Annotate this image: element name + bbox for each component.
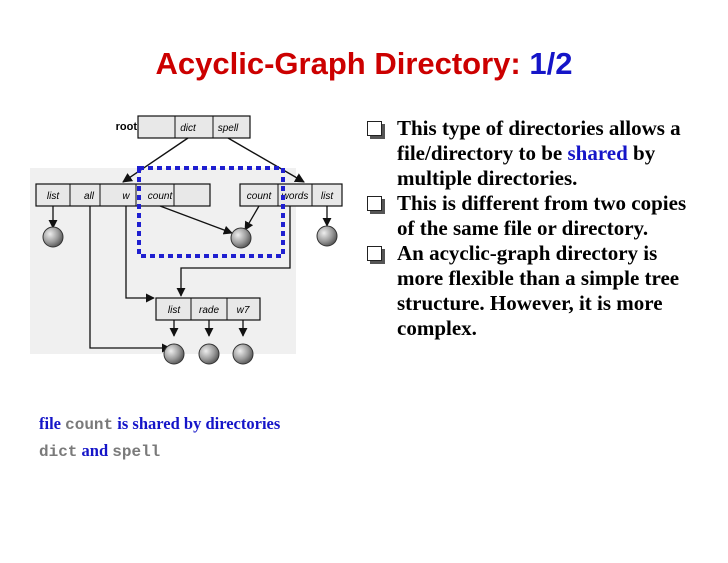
root-entry-spell: spell xyxy=(218,123,239,134)
dict-entry-count: count xyxy=(148,191,174,202)
bullet-item: This type of directories allows a file/d… xyxy=(363,116,703,191)
file-node-shared-count xyxy=(230,227,252,249)
bullet-1-text-pre: This type of directories allows a file/d… xyxy=(397,116,681,165)
bullet-3-text: An acyclic-graph directory is more flexi… xyxy=(397,241,680,340)
spell-entry-count: count xyxy=(247,191,273,202)
root-entry-dict: dict xyxy=(180,123,197,134)
edge-root-to-spell xyxy=(227,137,305,183)
bullet-1-text-post: by multiple directories. xyxy=(397,141,656,190)
spell-dir-box xyxy=(239,183,343,207)
file-node-sub-rade xyxy=(198,343,220,365)
caption-shared-phrase: is shared by directories xyxy=(117,414,281,433)
spell-entry-list: list xyxy=(321,191,334,202)
caption-code-spell: spell xyxy=(112,443,161,461)
dict-entry-w: w xyxy=(122,191,130,202)
sub-entry-w7: w7 xyxy=(237,305,250,316)
slide-title-main: Acyclic-Graph Directory: xyxy=(155,46,521,81)
bullet-item: This is different from two copies of the… xyxy=(363,191,703,241)
shared-highlight-box xyxy=(137,166,285,258)
edge-spell-words-sub xyxy=(176,206,291,297)
checkbox-bullet-icon xyxy=(367,121,382,136)
edge-dict-count-shared xyxy=(159,205,233,235)
caption-code-dict: dict xyxy=(39,443,78,461)
dict-entry-list: list xyxy=(47,191,60,202)
bullet-1-highlight: shared xyxy=(567,141,628,165)
sub-dir-box xyxy=(155,297,261,321)
dict-entry-all: all xyxy=(84,191,95,202)
bullet-list: This type of directories allows a file/d… xyxy=(363,116,703,341)
dict-dir-box xyxy=(35,183,211,207)
bullet-2-text: This is different from two copies of the… xyxy=(397,191,687,240)
file-node-dict-list xyxy=(42,226,64,248)
checkbox-bullet-icon xyxy=(367,246,382,261)
slide-title-number: 1/2 xyxy=(529,46,573,81)
sub-entry-list: list xyxy=(168,305,181,316)
edge-spell-count-shared xyxy=(244,205,260,231)
bullet-item: An acyclic-graph directory is more flexi… xyxy=(363,241,703,341)
file-node-sub-list xyxy=(163,343,185,365)
root-label: root xyxy=(116,121,138,133)
edge-root-to-dict xyxy=(122,137,189,183)
slide-title: Acyclic-Graph Directory: 1/2 xyxy=(0,46,728,82)
caption-word-and: and xyxy=(81,441,109,460)
caption-code-count: count xyxy=(65,416,114,434)
diagram-caption: file count is shared by directories dict… xyxy=(39,411,369,465)
directory-graph-diagram: root dict spell list all w count count w… xyxy=(30,115,343,365)
spell-entry-words: words xyxy=(282,191,309,202)
file-node-spell-list xyxy=(316,225,338,247)
root-dir-box xyxy=(137,115,251,139)
file-node-sub-w7 xyxy=(232,343,254,365)
caption-word-file: file xyxy=(39,414,61,433)
edge-dict-w-sub xyxy=(125,206,155,303)
edge-dict-all-file xyxy=(89,206,171,353)
sub-entry-rade: rade xyxy=(199,305,219,316)
checkbox-bullet-icon xyxy=(367,196,382,211)
